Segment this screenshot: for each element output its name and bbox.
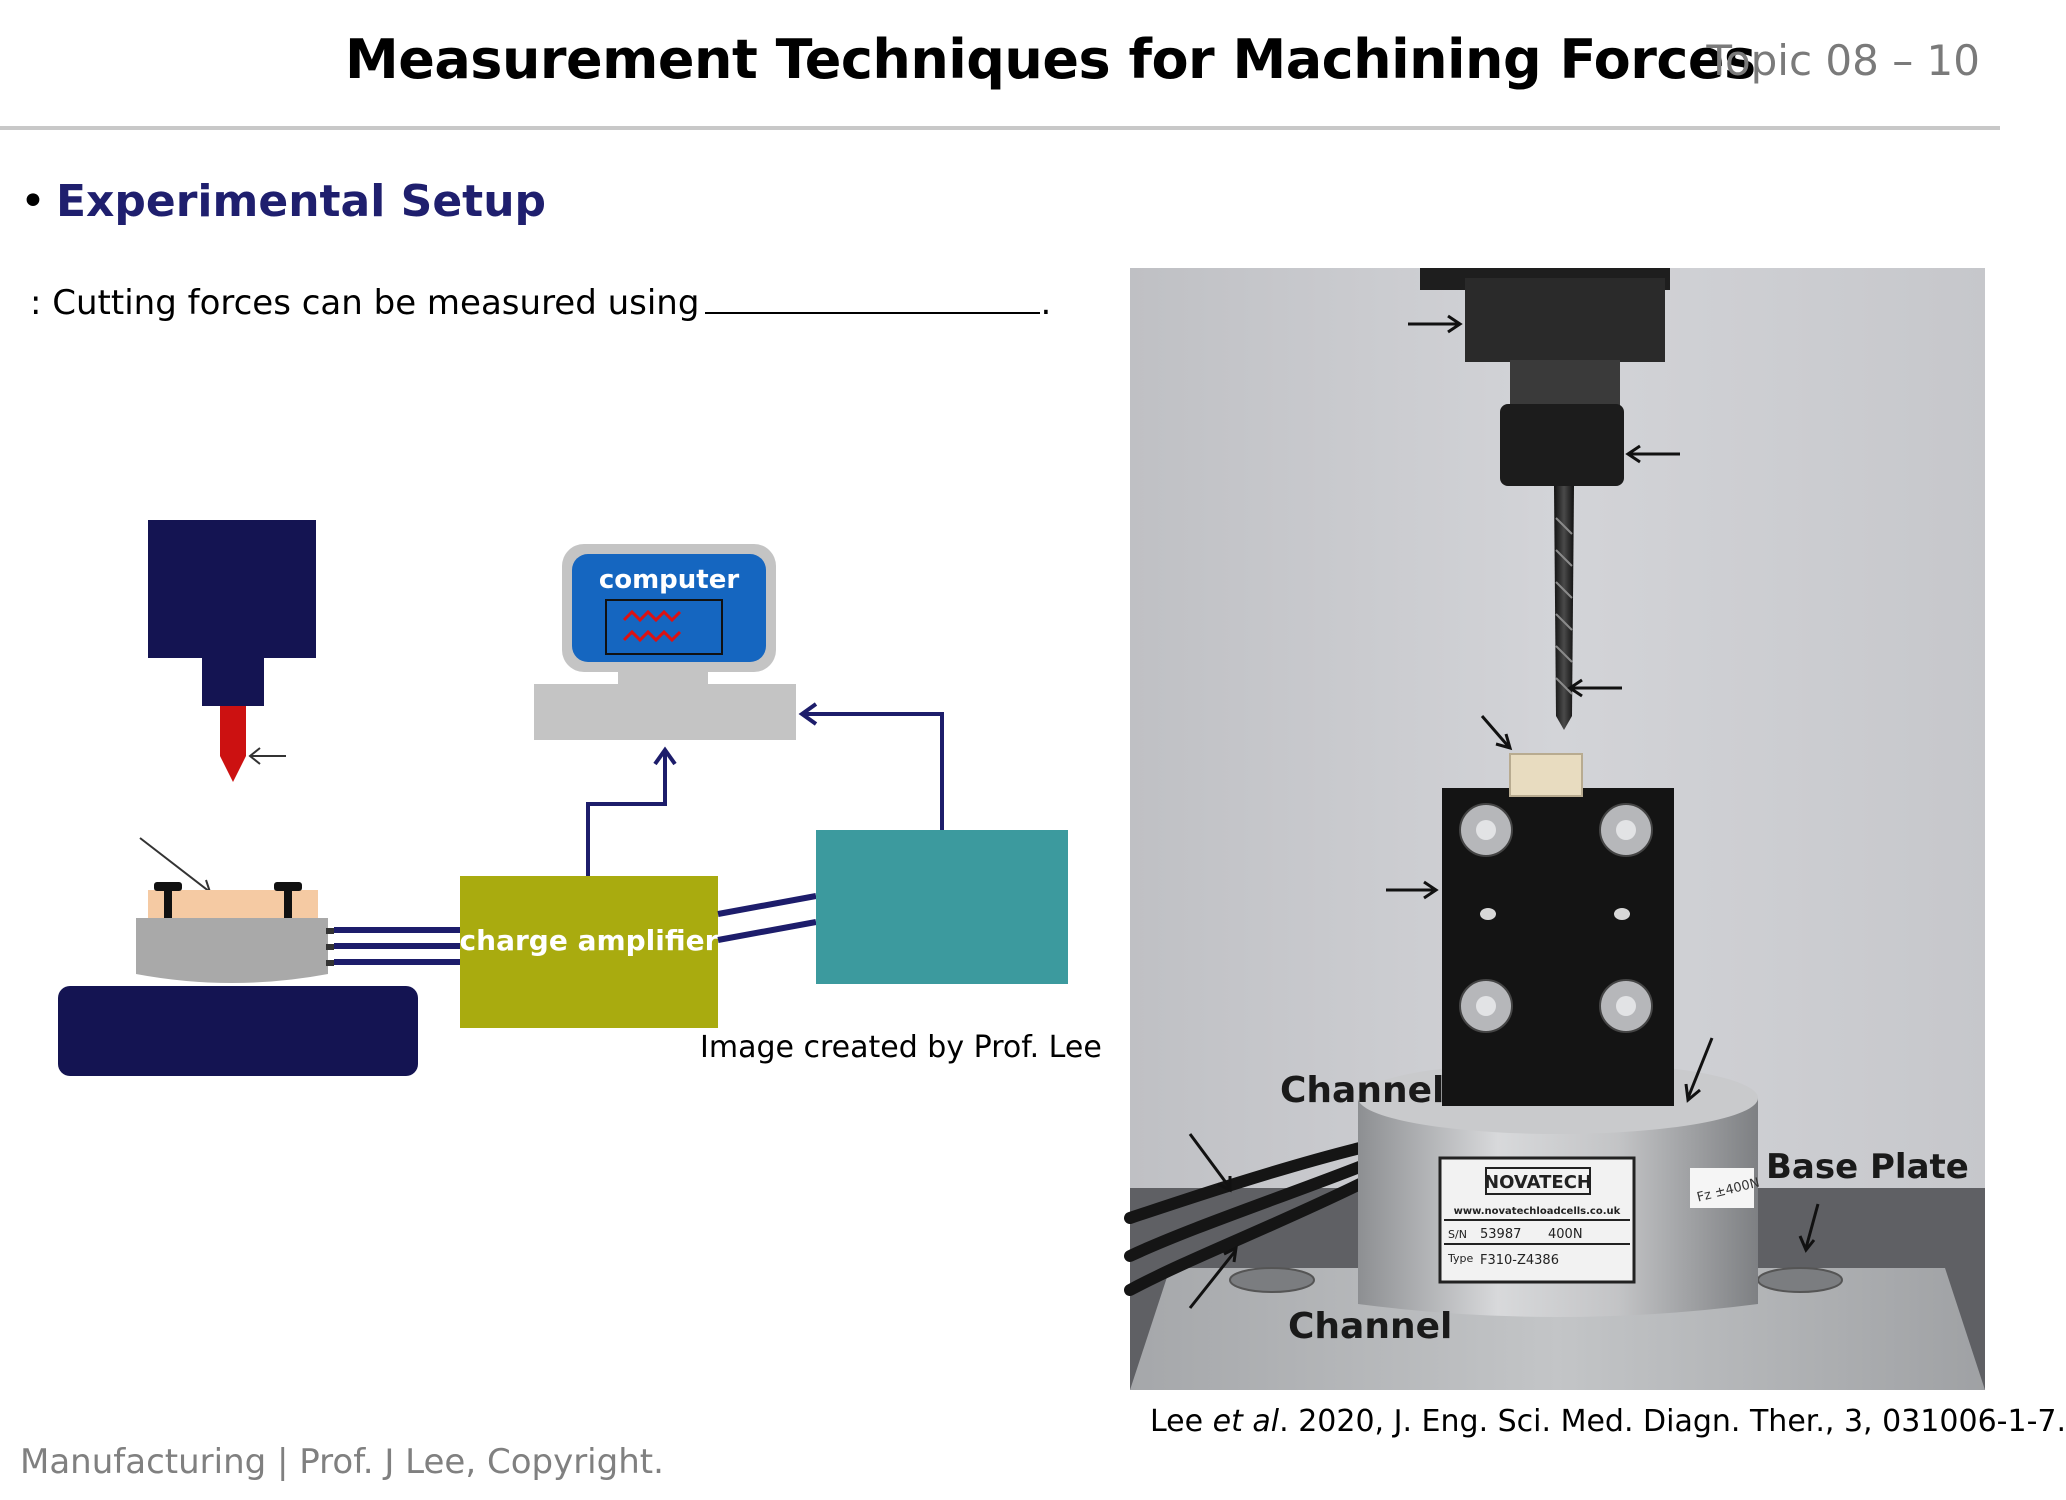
tool-arrow <box>248 747 286 765</box>
label-base-plate: Base Plate <box>1766 1147 1969 1187</box>
bullet-marker: • <box>20 176 46 227</box>
amplifier-to-computer-arrow <box>586 746 677 876</box>
header-divider <box>0 126 2000 130</box>
fixture-holes <box>1480 908 1630 920</box>
spindle-shank <box>202 656 264 706</box>
charge-amplifier-box <box>460 876 718 1028</box>
daq-box <box>816 830 1068 984</box>
side-label-sticker <box>1690 1168 1754 1208</box>
citation-etal: et al <box>1212 1404 1280 1439</box>
nameplate-type-label: Type <box>1447 1252 1473 1265</box>
diagram-credit: Image created by Prof. Lee <box>700 1030 1102 1065</box>
nameplate-brand: NOVATECH <box>1484 1172 1592 1193</box>
clamp-left <box>154 882 182 932</box>
fixture-bolt-studs <box>1476 820 1636 1016</box>
signal-cables <box>1124 1142 1368 1296</box>
prompt-period: . <box>1040 283 1052 323</box>
dynamometer-connectors <box>326 928 334 966</box>
daq-to-computer-arrow <box>798 702 944 830</box>
dynamometer <box>136 918 328 983</box>
slide-title: Measurement Techniques for Machining For… <box>345 28 1756 91</box>
computer-base <box>534 684 796 740</box>
prompt-text: : Cutting forces can be measured using <box>30 283 700 323</box>
amplifier-cables <box>717 893 817 943</box>
nameplate-sn-value: 53987 <box>1480 1227 1521 1242</box>
collet-nut <box>1500 404 1624 486</box>
base-plate-hole-left <box>1229 1267 1315 1293</box>
base-plate <box>1130 1268 1985 1390</box>
photo-citation: Lee et al. 2020, J. Eng. Sci. Med. Diagn… <box>1150 1404 2066 1439</box>
citation-details: . 2020, J. Eng. Sci. Med. Diagn. Ther., … <box>1279 1404 2066 1439</box>
signal-waveform-icon <box>622 609 682 643</box>
dynamometer-cables <box>334 927 460 965</box>
computer-label: computer <box>599 565 740 595</box>
load-cell-nameplate: NOVATECH www.novatechloadcells.co.uk S/N… <box>1438 1156 1636 1284</box>
citation-author: Lee <box>1150 1404 1204 1439</box>
photo-arrows <box>1188 314 1820 1309</box>
nameplate-sn-label: S/N <box>1448 1228 1467 1241</box>
spindle-shaft <box>1510 360 1620 406</box>
label-channel-bottom: Channel <box>1288 1306 1452 1347</box>
spindle-head <box>148 520 316 658</box>
machine-table <box>58 986 418 1076</box>
charge-amplifier-label: charge amplifier <box>460 924 719 957</box>
computer-stand <box>618 672 708 684</box>
clamp-right <box>274 882 302 932</box>
workpiece-sample <box>1509 753 1583 797</box>
nameplate-type-value: F310-Z4386 <box>1480 1253 1559 1268</box>
drill-bit <box>1554 486 1574 730</box>
base-plate-hole-right <box>1757 1267 1843 1293</box>
computer-screen-window <box>605 599 723 655</box>
drill-flutes <box>1555 517 1573 695</box>
cutting-tool <box>220 706 246 782</box>
fill-in-prompt: : Cutting forces can be measured using. <box>30 280 1051 323</box>
setup-diagram: charge amplifier computer <box>58 520 1068 1076</box>
nameplate-website: www.novatechloadcells.co.uk <box>1454 1206 1621 1217</box>
spindle-body <box>1465 278 1665 362</box>
footer-copyright: Manufacturing | Prof. J Lee, Copyright. <box>20 1442 664 1482</box>
label-channel-top: Channel <box>1280 1070 1444 1111</box>
answer-blank <box>705 280 1041 314</box>
section-heading-text: Experimental Setup <box>55 176 547 227</box>
computer-screen <box>572 554 766 662</box>
drilling-setup-photo: NOVATECH www.novatechloadcells.co.uk S/N… <box>1124 268 1985 1390</box>
section-heading: •Experimental Setup <box>20 176 546 227</box>
nameplate-capacity: 400N <box>1548 1227 1583 1242</box>
topic-number: Topic 08 – 10 <box>1706 36 1980 85</box>
